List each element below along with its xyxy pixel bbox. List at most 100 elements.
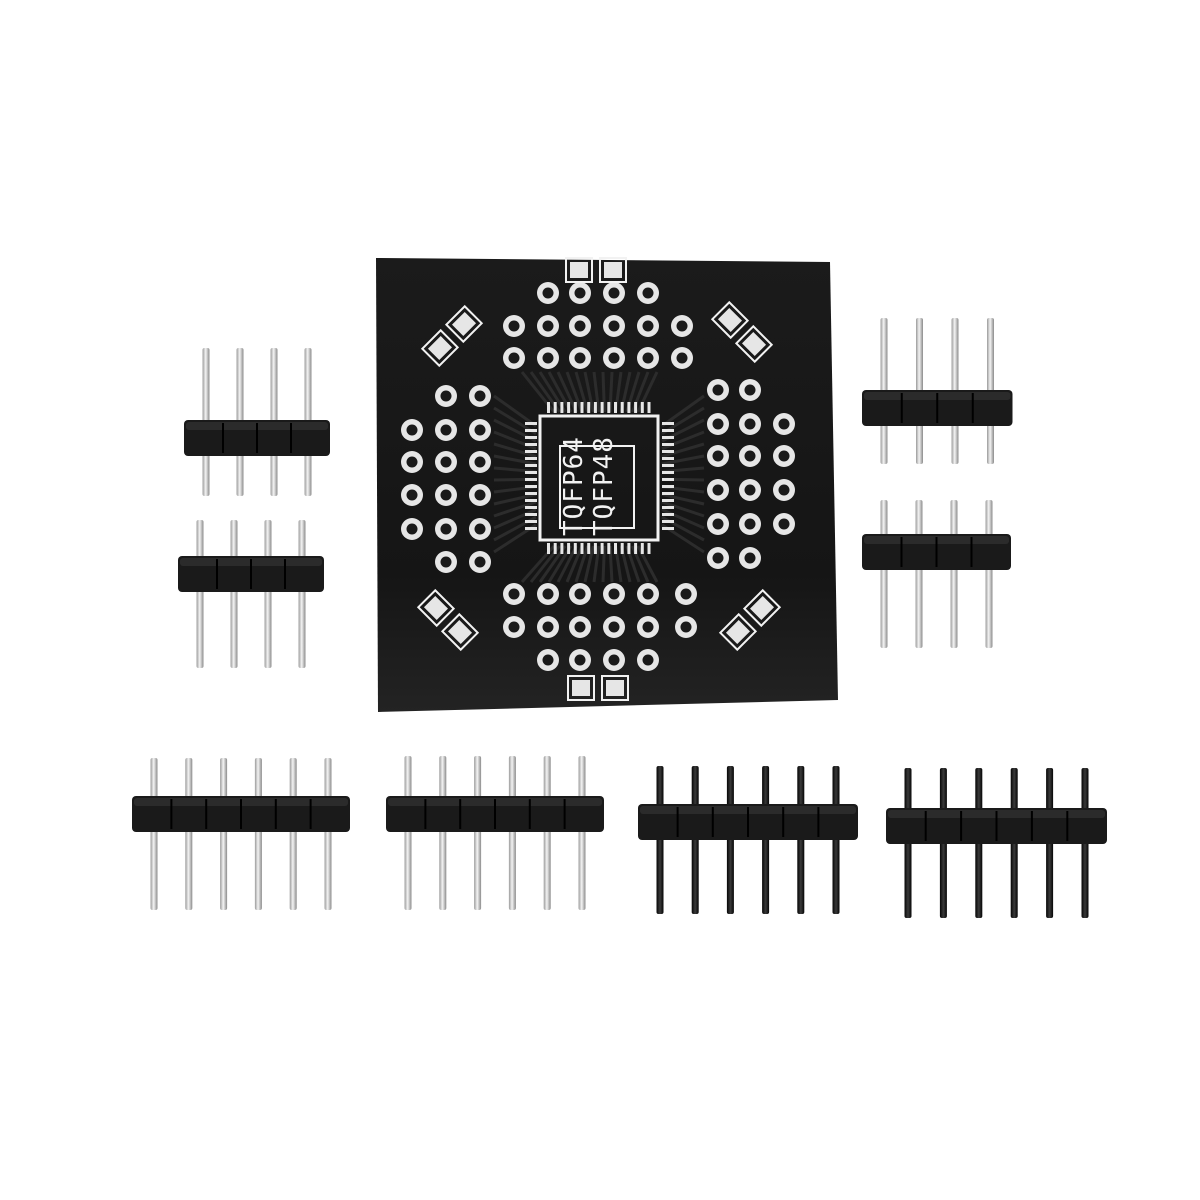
header-pin [298,520,306,668]
qfp-pad [662,422,674,425]
qfp-pad [560,543,564,554]
qfp-pad [525,429,537,432]
drill-hole [474,424,486,436]
pin-headers [132,318,1107,918]
smd-capacitor-footprint [710,300,774,364]
tqfp-silkscreen-outline [538,414,660,542]
qfp-pad [593,402,597,413]
drill-hole [642,621,654,633]
qfp-pad [525,436,537,439]
pin-header-4x1 [862,500,1011,648]
qfp-pad [662,464,674,467]
qfp-pad [662,527,674,530]
drill-hole [778,418,790,430]
qfp-pad [640,543,644,554]
copper-trace [661,492,705,506]
copper-trace [661,454,705,466]
drill-hole [542,320,554,332]
drill-hole [778,450,790,462]
drill-hole [474,523,486,535]
copper-trace [493,508,537,530]
drill-hole [406,456,418,468]
drill-hole [508,320,520,332]
copper-trace [601,371,606,413]
qfp-pad [662,513,674,516]
copper-trace [565,545,584,583]
drill-hole [608,654,620,666]
drill-hole [608,352,620,364]
drill-hole [574,588,586,600]
header-pin [220,758,228,910]
copper-trace [493,394,537,428]
drill-hole [712,552,724,564]
smd-pad [452,311,477,336]
qfp-pad [525,471,537,474]
drill-hole [474,489,486,501]
pin-header-4x1 [184,348,330,496]
qfp-pad [553,543,557,554]
qfp-pad [593,543,597,554]
smd-pad [717,307,742,332]
drill-hole [744,518,756,530]
qfp-pad [627,543,631,554]
qfp-pad [553,402,557,413]
qfp-pad [580,402,584,413]
header-pin [264,520,272,668]
header-pin [230,520,238,668]
drill-hole [712,518,724,530]
drill-hole [608,320,620,332]
header-pin [880,500,888,648]
qfp-pad [662,457,674,460]
header-pin [474,756,482,910]
qfp-pad [525,457,537,460]
qfp-pad [647,543,651,554]
smd-capacitor-footprint [416,588,480,652]
drill-hole [542,352,554,364]
qfp-pad [600,543,604,554]
drill-hole [542,588,554,600]
drill-hole [608,287,620,299]
qfp-pad [525,478,537,481]
qfp-pad [627,402,631,413]
pcb-body [376,258,838,712]
header-pin [915,500,923,648]
qfp-pad [614,543,617,554]
drill-hole [642,352,654,364]
qfp-pad [587,543,591,554]
qfp-pad [525,499,537,502]
drill-hole [406,523,418,535]
smd-silkscreen [567,675,595,701]
header-pin [950,500,958,648]
smd-pad [604,262,622,278]
smd-pad [427,336,452,361]
smd-silkscreen [444,304,484,344]
drill-hole [608,588,620,600]
tqfp-footprint [525,402,674,554]
qfp-pad [525,450,537,453]
drill-hole [680,588,692,600]
header-pin [324,758,332,910]
smd-pad [742,332,767,357]
drill-hole [778,518,790,530]
qfp-pad [525,513,537,516]
copper-trace [583,545,595,583]
copper-trace [556,371,578,413]
smd-capacitor-footprint [567,675,629,701]
qfp-pad [547,402,550,413]
smd-silkscreen [416,588,456,628]
drill-hole [406,489,418,501]
header-pin [439,756,447,910]
drill-hole [676,352,688,364]
copper-trace [493,500,537,518]
copper-trace [574,371,590,413]
copper-trace [661,500,705,518]
drill-hole [744,484,756,496]
smd-pad [750,595,775,620]
drill-hole [712,384,724,396]
pin-header-6x1 [132,758,350,910]
drill-hole [712,484,724,496]
qfp-pad [525,443,537,446]
header-pin [508,756,516,910]
header-pin [185,758,193,910]
drill-hole [744,552,756,564]
